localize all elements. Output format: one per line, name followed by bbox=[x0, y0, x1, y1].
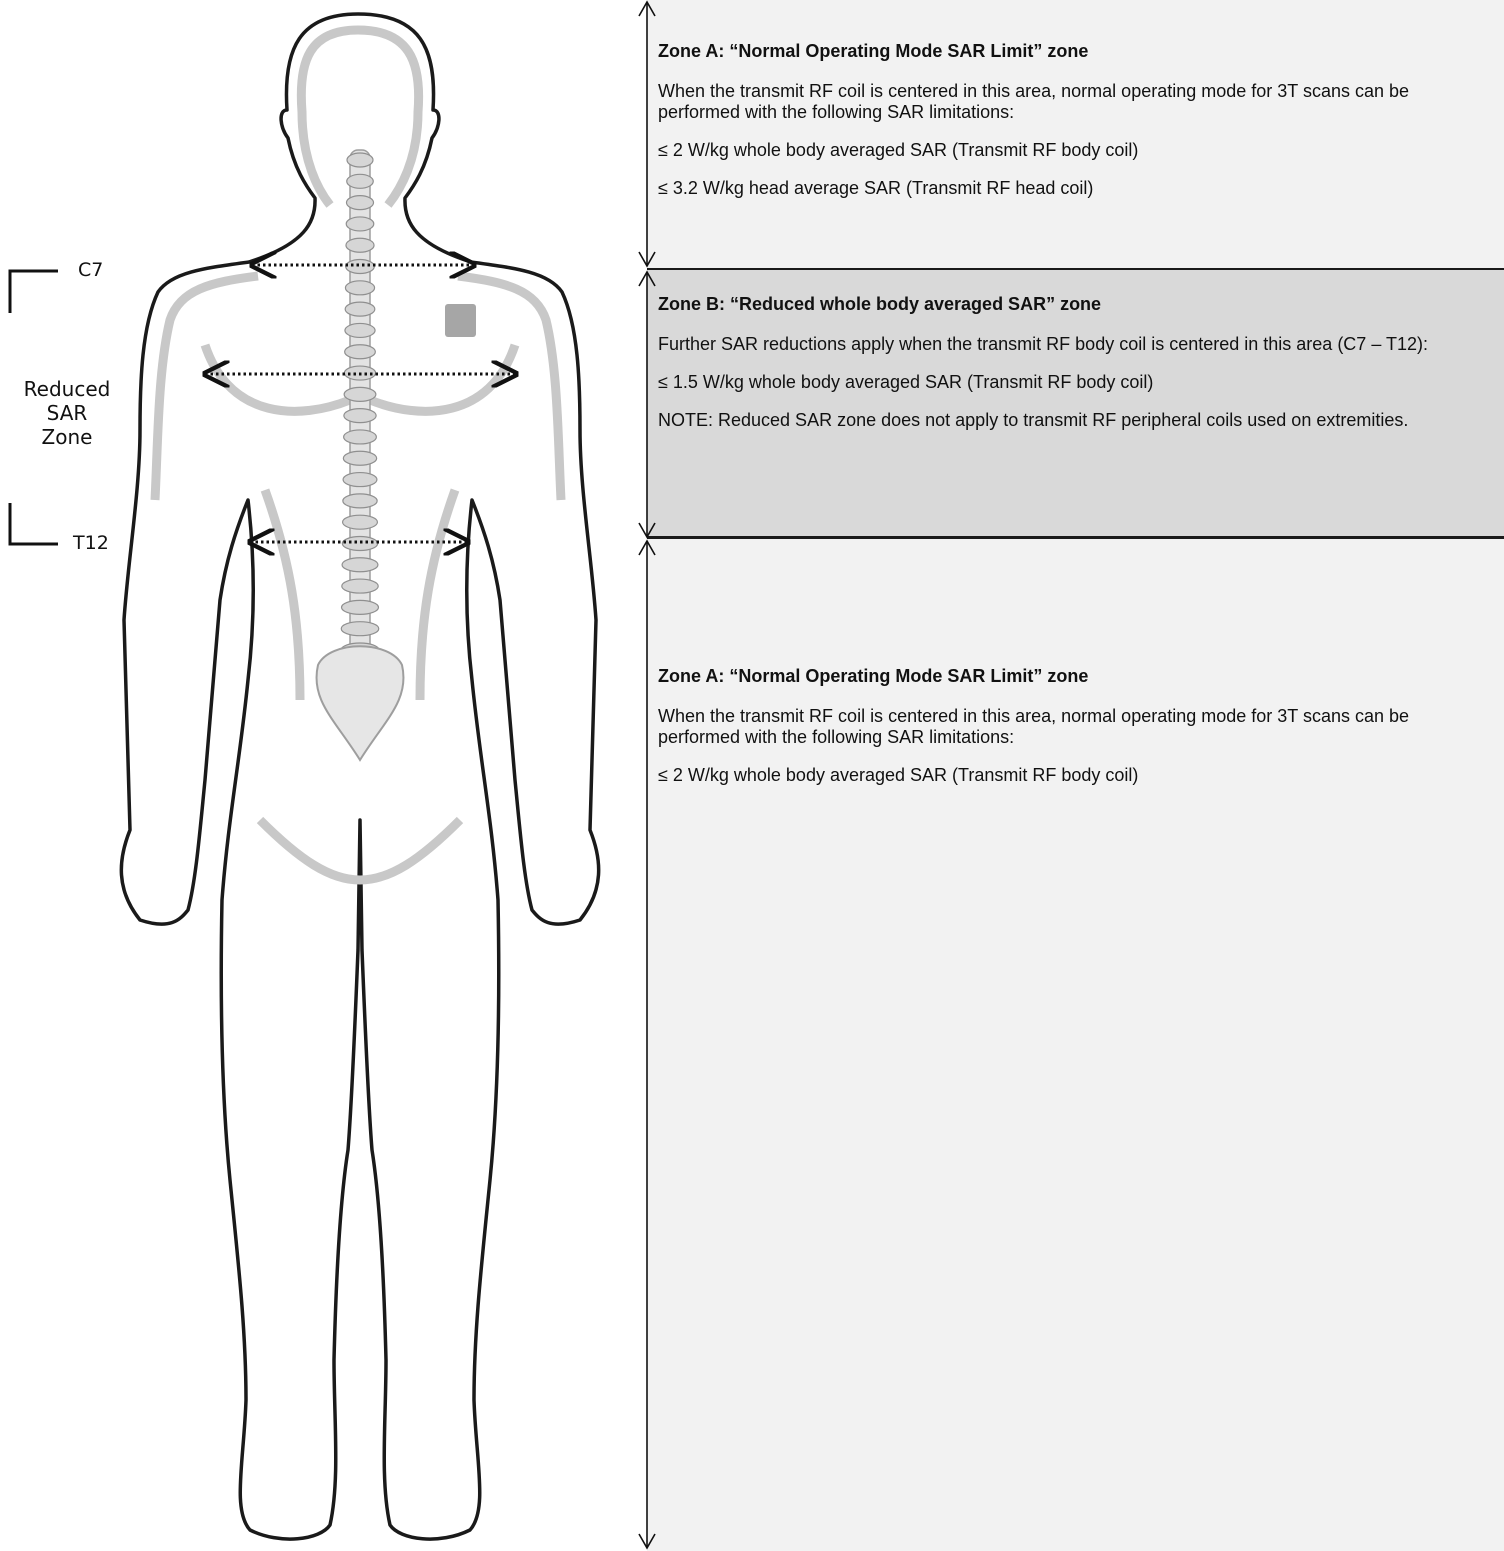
t12-bracket bbox=[10, 503, 58, 544]
zone-b-note: NOTE: Reduced SAR zone does not apply to… bbox=[658, 410, 1490, 431]
vertebra bbox=[346, 260, 375, 274]
zone-a-bottom-panel: Zone A: “Normal Operating Mode SAR Limit… bbox=[647, 539, 1504, 1551]
vertebra bbox=[347, 174, 374, 188]
vertebra bbox=[342, 600, 379, 614]
vertebra bbox=[344, 430, 377, 444]
vertebra bbox=[344, 387, 376, 401]
vertebra bbox=[346, 238, 374, 252]
vertebra bbox=[345, 281, 374, 295]
vertebra bbox=[341, 622, 378, 636]
zone-a-bottom-description: When the transmit RF coil is centered in… bbox=[658, 706, 1490, 748]
reduced-sar-zone-line2: SAR bbox=[12, 401, 122, 425]
human-body-figure bbox=[0, 0, 640, 1551]
vertebra bbox=[346, 217, 374, 231]
zone-a-top-limit-head: ≤ 3.2 W/kg head average SAR (Transmit RF… bbox=[658, 178, 1490, 199]
reduced-sar-zone-label: Reduced SAR Zone bbox=[12, 377, 122, 449]
zone-a-top-title: Zone A: “Normal Operating Mode SAR Limit… bbox=[658, 40, 1490, 62]
vertebra bbox=[343, 515, 378, 529]
vertebra bbox=[345, 302, 375, 316]
vertebra bbox=[344, 409, 376, 423]
vertebra bbox=[343, 473, 377, 487]
implant-square bbox=[445, 304, 476, 337]
c7-bracket bbox=[10, 271, 58, 313]
zone-a-bottom-limit-body: ≤ 2 W/kg whole body averaged SAR (Transm… bbox=[658, 765, 1490, 786]
vertebra bbox=[345, 323, 375, 337]
vertebra bbox=[347, 153, 373, 167]
reduced-sar-zone-line1: Reduced bbox=[12, 377, 122, 401]
vertebra bbox=[343, 494, 377, 508]
vertebra bbox=[345, 345, 376, 359]
zone-b-panel: Zone B: “Reduced whole body averaged SAR… bbox=[647, 268, 1504, 539]
t12-label: T12 bbox=[73, 532, 109, 554]
zone-b-description: Further SAR reductions apply when the tr… bbox=[658, 334, 1490, 355]
zone-a-bottom-title: Zone A: “Normal Operating Mode SAR Limit… bbox=[658, 665, 1490, 687]
vertebra bbox=[343, 451, 376, 465]
zone-a-top-panel: Zone A: “Normal Operating Mode SAR Limit… bbox=[647, 0, 1504, 268]
zone-b-title: Zone B: “Reduced whole body averaged SAR… bbox=[658, 293, 1490, 315]
zone-a-top-description: When the transmit RF coil is centered in… bbox=[658, 81, 1490, 123]
c7-label: C7 bbox=[78, 259, 103, 281]
zone-b-limit-body: ≤ 1.5 W/kg whole body averaged SAR (Tran… bbox=[658, 372, 1490, 393]
reduced-sar-zone-line3: Zone bbox=[12, 425, 122, 449]
zone-a-top-limit-body: ≤ 2 W/kg whole body averaged SAR (Transm… bbox=[658, 140, 1490, 161]
vertebra bbox=[342, 579, 378, 593]
vertebra bbox=[346, 196, 373, 210]
vertebra bbox=[342, 558, 378, 572]
